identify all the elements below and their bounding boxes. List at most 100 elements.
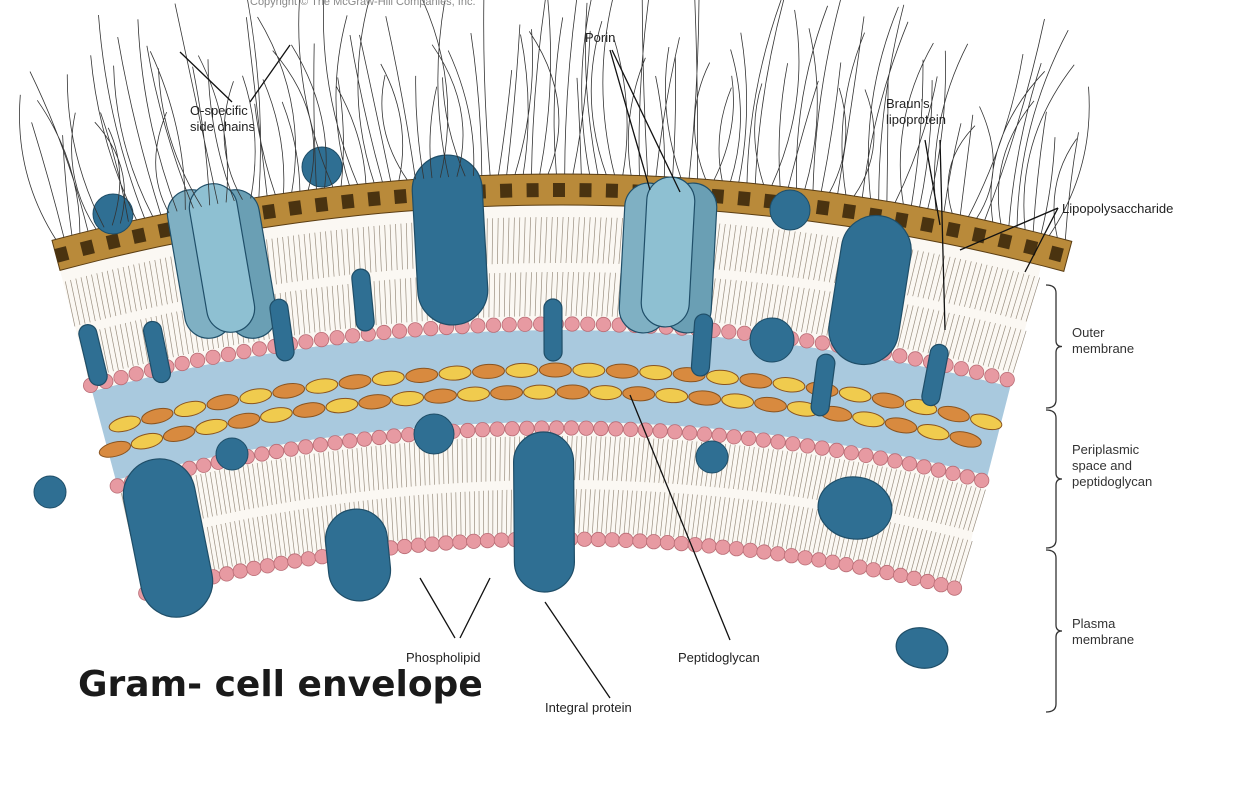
phospholipid-head — [501, 317, 517, 333]
peptidoglycan-subunit — [505, 362, 539, 378]
copyright-notice: Copyright © The McGraw-Hill Companies, I… — [250, 0, 476, 8]
peptidoglycan-subunit — [970, 413, 1003, 431]
label-phospholipid: Phospholipid — [406, 650, 481, 665]
label-plasma-membrane: Plasma membrane — [1072, 616, 1135, 647]
lps-core-unit — [314, 196, 329, 213]
phospholipid-head — [829, 442, 845, 458]
pointer-lps — [959, 207, 1059, 251]
pointer-integral-protein — [544, 601, 611, 699]
phospholipid-head — [865, 562, 882, 578]
peptidoglycan-subunit — [917, 423, 950, 441]
phospholipid-head — [682, 425, 698, 441]
phospholipid-head — [342, 433, 358, 449]
phospholipid-head — [438, 535, 454, 551]
phospholipid-head — [843, 445, 859, 461]
phospholipid-head — [371, 429, 387, 446]
phospholipid-head — [474, 422, 491, 438]
surface-protein — [33, 475, 67, 509]
phospholipid-head — [517, 316, 533, 332]
phospholipid-head — [930, 462, 947, 478]
peptidoglycan-subunit — [949, 431, 982, 448]
surface-protein — [215, 437, 249, 471]
lipopolysaccharide-band — [51, 173, 1073, 273]
brauns-lipoprotein — [142, 320, 172, 384]
peptidoglycan-subunit — [227, 412, 261, 429]
brauns-lipoprotein — [543, 298, 563, 362]
phospholipid-head — [637, 422, 654, 438]
lps-core-unit — [997, 233, 1013, 250]
brauns-lipoprotein — [78, 324, 108, 386]
peptidoglycan-subunit — [457, 386, 490, 402]
phospholipid-head — [797, 550, 813, 566]
porin-protein — [188, 183, 256, 333]
surface-protein — [695, 440, 729, 474]
label-integral-protein: Integral protein — [545, 700, 632, 715]
phospholipid-head — [298, 334, 314, 350]
phospholipid-head — [814, 440, 830, 456]
lps-core-unit — [945, 221, 961, 238]
phospholipid-head — [799, 333, 815, 349]
peptidoglycan-subunit — [305, 378, 339, 394]
peptidoglycan-subunit — [358, 394, 392, 410]
phospholipid-head — [410, 537, 426, 553]
peptidoglycan-subunit — [98, 440, 131, 458]
phospholipid-head — [396, 538, 413, 555]
label-periplasmic-space: Periplasmic space and peptidoglycan — [1072, 442, 1153, 489]
peptidoglycan-subunit — [739, 373, 773, 389]
bracket-periplasmic — [1045, 409, 1063, 549]
phospholipid-head — [312, 437, 328, 453]
phospholipid-head — [460, 422, 476, 439]
phospholipid-head — [770, 546, 786, 562]
o-specific-side-chains — [19, 0, 1090, 240]
surface-protein — [413, 413, 455, 455]
phospholipid-head — [892, 567, 909, 584]
phospholipid-head — [742, 542, 758, 558]
phospholipid-head — [811, 552, 827, 568]
phospholipid-head — [504, 421, 520, 437]
phospholipid-head — [755, 432, 772, 448]
phospholipid-head — [376, 324, 392, 341]
phospholipid-head — [783, 548, 800, 564]
peptidoglycan-subunit — [538, 362, 572, 378]
peptidoglycan-subunit — [272, 382, 306, 399]
phospholipid-head — [563, 420, 580, 436]
brauns-lipoprotein — [921, 343, 949, 407]
phospholipid-head — [519, 420, 535, 436]
peptidoglycan-subunit — [325, 397, 359, 414]
label-lipopolysaccharide: Lipopolysaccharide — [1062, 201, 1174, 216]
phospholipid-head — [872, 450, 889, 466]
bracket-outer-membrane — [1045, 284, 1063, 409]
phospholipid-head — [673, 535, 690, 552]
phospholipid-head — [313, 331, 330, 348]
phospholipid-head — [728, 541, 745, 557]
brauns-lipoprotein — [810, 353, 836, 417]
lps-core-unit — [1023, 239, 1039, 256]
phospholipid-head — [327, 435, 343, 451]
label-peptidoglycan: Peptidoglycan — [678, 650, 760, 665]
phospholipid-head — [220, 346, 236, 362]
surface-protein — [749, 317, 795, 363]
phospholipid-head — [687, 537, 703, 553]
phospholipid-head — [901, 456, 918, 472]
phospholipid-head — [736, 325, 753, 341]
lps-core-unit — [605, 183, 619, 198]
peptidoglycan-subunit — [688, 390, 722, 406]
phospholipid-head — [466, 533, 482, 549]
surface-protein — [92, 193, 134, 235]
lps-core-unit — [79, 239, 95, 257]
peptidoglycan-subunit — [438, 365, 472, 381]
phospholipid-head — [452, 534, 468, 550]
phospholipid-head — [128, 366, 144, 382]
phospholipid-head — [721, 324, 737, 340]
phospholipid-head — [879, 564, 895, 581]
pointer-phospholipid — [419, 577, 456, 639]
outer-integral-protein — [828, 214, 912, 366]
peptidoglycan-subunit — [639, 365, 673, 381]
phospholipid-head — [344, 328, 361, 344]
phospholipid-head — [219, 566, 235, 582]
phospholipid-head — [109, 478, 125, 494]
phospholipid-head — [756, 544, 772, 560]
peptidoglycan-subunit — [605, 363, 639, 379]
phospholipid-head — [892, 348, 908, 364]
